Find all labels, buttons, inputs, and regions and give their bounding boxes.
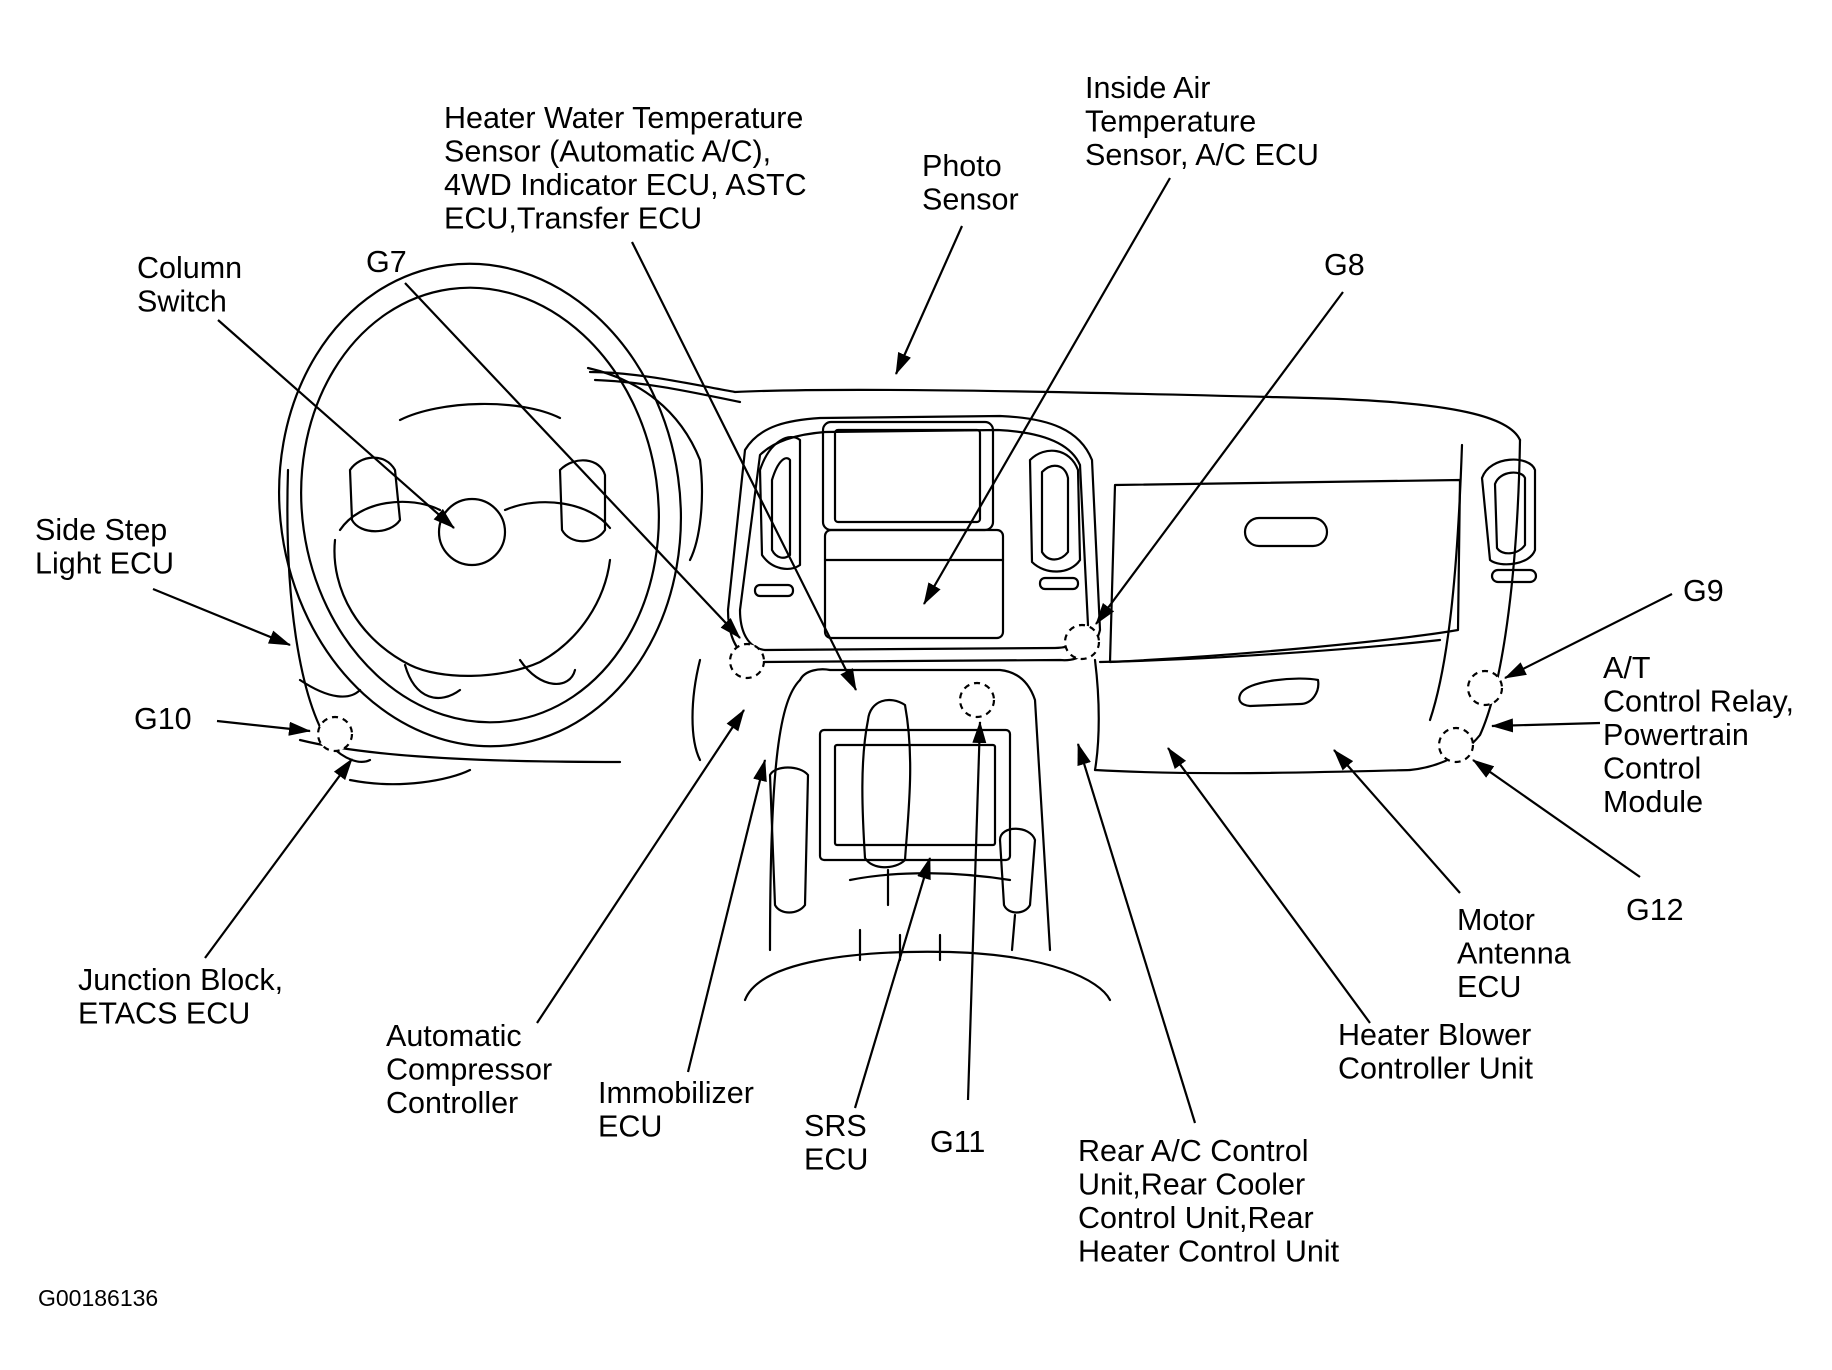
figure-id: G00186136 (38, 1285, 158, 1311)
label-g8: G8 (1324, 248, 1365, 282)
front-seat-edge (743, 950, 1112, 1002)
callout-labels: Heater Water Temperature Sensor (Automat… (35, 71, 1802, 1311)
right-side-vent (1480, 458, 1537, 566)
ground-point-g7 (728, 642, 766, 680)
label-photo-sensor: Photo Sensor (922, 149, 1019, 217)
leader-inside-air (923, 177, 1171, 605)
leader-column-switch (217, 319, 455, 529)
dash-top-contour-inner (593, 378, 742, 404)
floor-console (798, 668, 1052, 952)
leader-g7 (404, 282, 741, 639)
parking-brake-lever (998, 827, 1037, 914)
dash-right-end (1408, 438, 1522, 772)
leader-auto-compressor (536, 709, 745, 1024)
ground-point-g10 (316, 715, 354, 753)
leader-at-control (1491, 718, 1601, 733)
leader-g11 (966, 721, 987, 1101)
label-inside-air-temp: Inside Air Temperature Sensor, A/C ECU (1085, 71, 1319, 172)
glove-box-handle-upper (1243, 516, 1329, 548)
steering-wheel (278, 262, 682, 748)
label-heater-blower: Heater Blower Controller Unit (1338, 1018, 1540, 1086)
leader-rear-ac (1076, 743, 1197, 1124)
label-motor-antenna: Motor Antenna ECU (1457, 903, 1579, 1004)
label-g9: G9 (1683, 574, 1724, 608)
display-screen (833, 428, 982, 524)
glove-box-handle-lower (1238, 677, 1320, 708)
steering-hub (437, 497, 507, 567)
leader-g8 (1095, 291, 1344, 625)
leader-g12 (1472, 759, 1641, 878)
label-g12: G12 (1626, 893, 1684, 927)
label-junction-block: Junction Block, ETACS ECU (78, 963, 292, 1031)
leader-photo-sensor (894, 225, 964, 375)
label-immobilizer: Immobilizer ECU (598, 1076, 762, 1144)
climate-panel (823, 528, 1005, 640)
label-at-control: A/T Control Relay, Powertrain Control Mo… (1603, 651, 1802, 819)
label-srs: SRS ECU (804, 1109, 875, 1177)
leader-srs (853, 857, 932, 1109)
center-stack (726, 414, 1102, 664)
center-left-vent (758, 436, 802, 570)
leader-immobilizer (686, 759, 767, 1073)
shifter-base (818, 728, 1012, 862)
label-column-switch: Column Switch (137, 251, 251, 319)
dash-top-contour (588, 370, 1522, 442)
instrument-hood (586, 366, 704, 562)
leader-heater-blower (1167, 747, 1371, 1024)
leader-motor-antenna (1333, 749, 1461, 894)
leader-g10 (216, 719, 311, 736)
ground-points (316, 623, 1504, 764)
label-heater-water-temp: Heater Water Temperature Sensor (Automat… (444, 101, 815, 236)
ground-point-g12 (1437, 726, 1475, 764)
label-g10: G10 (134, 702, 192, 736)
ground-point-g9 (1466, 669, 1504, 707)
label-g7: G7 (366, 245, 407, 279)
leader-junction-block (204, 758, 353, 959)
label-g11: G11 (930, 1125, 985, 1159)
leader-side-step (152, 587, 291, 647)
shift-lever (861, 698, 912, 869)
center-right-vent (1028, 449, 1082, 573)
glove-box (1108, 478, 1462, 664)
leader-lines (152, 177, 1673, 1124)
left-knee-panel (298, 678, 472, 786)
ground-point-g8 (1063, 623, 1101, 661)
label-side-step: Side Step Light ECU (35, 513, 176, 581)
label-auto-compressor: Automatic Compressor Controller (386, 1019, 561, 1120)
ground-point-g11 (958, 681, 996, 719)
leader-g9 (1504, 593, 1673, 679)
leader-heater-water (631, 241, 857, 691)
label-rear-ac: Rear A/C Control Unit,Rear Cooler Contro… (1078, 1134, 1340, 1269)
dashboard-illustration (278, 262, 1538, 1002)
